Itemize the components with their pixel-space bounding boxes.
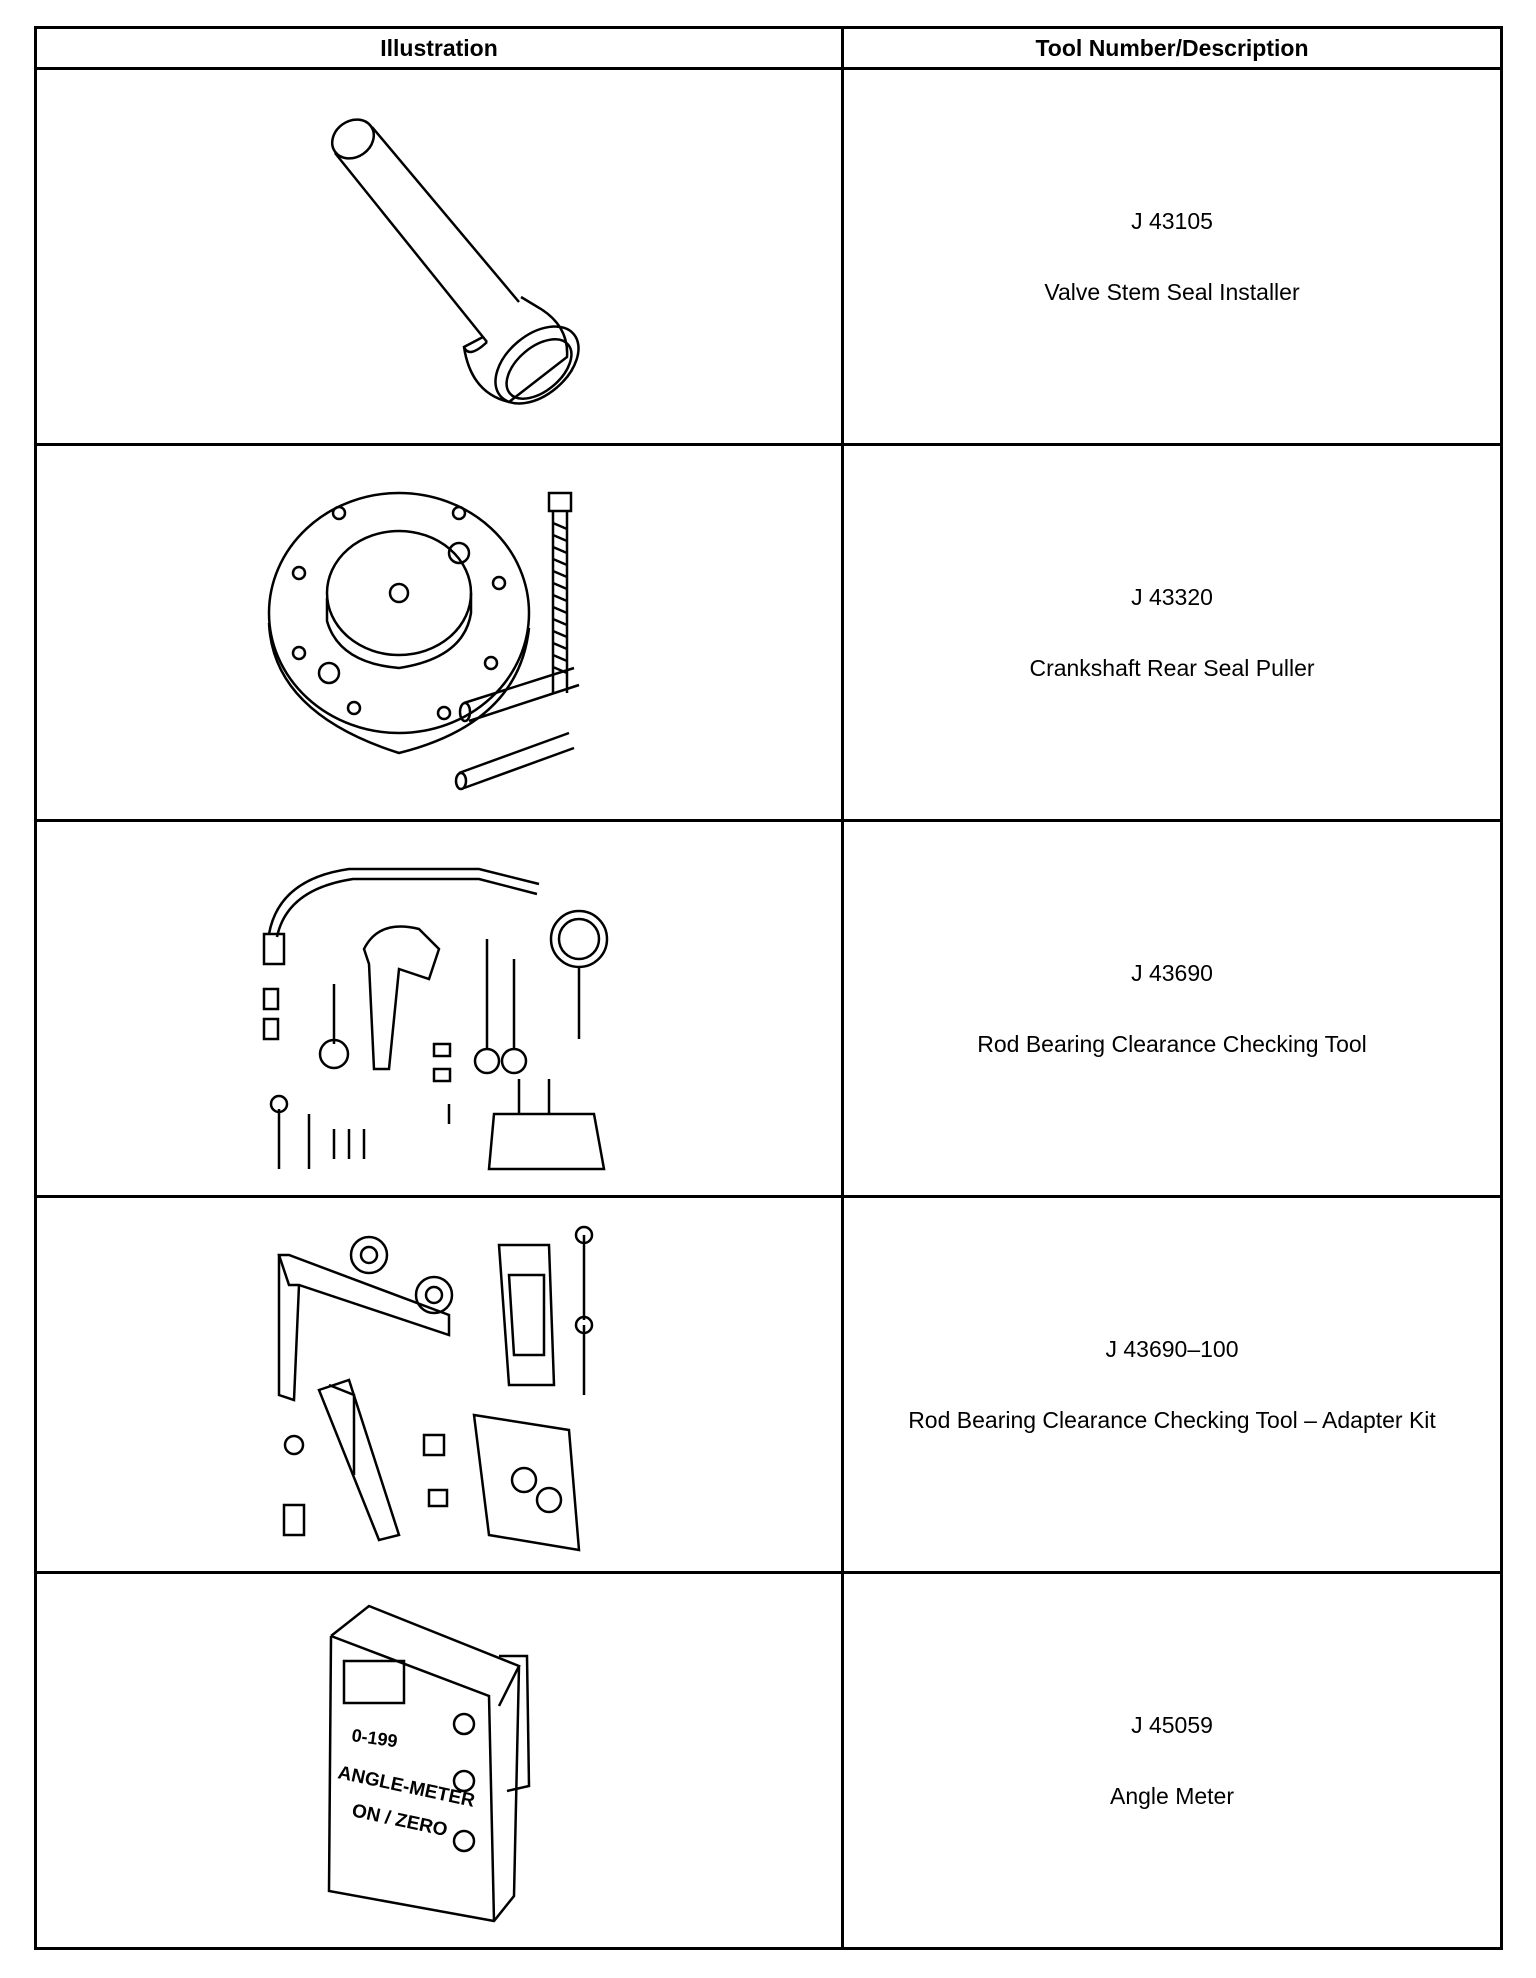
table-row: J 43690–100 Rod Bearing Clearance Checki… xyxy=(34,1195,1503,1574)
tool-description-cell: J 43690–100 Rod Bearing Clearance Checki… xyxy=(841,1195,1503,1574)
tool-number: J 43690–100 xyxy=(1105,1335,1239,1362)
tool-description-cell: J 43105 Valve Stem Seal Installer xyxy=(841,67,1503,446)
tool-description: Valve Stem Seal Installer xyxy=(1044,278,1300,305)
table-row: J 43320 Crankshaft Rear Seal Puller xyxy=(34,443,1503,822)
crankshaft-rear-seal-puller-icon xyxy=(267,491,580,790)
illustration-cell xyxy=(34,819,844,1198)
header-tool-number-description: Tool Number/Description xyxy=(841,26,1503,70)
table-header-row: Illustration Tool Number/Description xyxy=(34,26,1503,70)
tool-description: Rod Bearing Clearance Checking Tool – Ad… xyxy=(908,1406,1436,1433)
tool-description-cell: J 43690 Rod Bearing Clearance Checking T… xyxy=(841,819,1503,1198)
tool-number: J 43320 xyxy=(1131,583,1213,610)
tool-number: J 43105 xyxy=(1131,207,1213,234)
tool-description-cell: J 45059 Angle Meter xyxy=(841,1571,1503,1950)
valve-stem-seal-installer-icon xyxy=(330,117,580,405)
angle-meter-range-label: 0-199 xyxy=(350,1725,398,1751)
table-row: J 43105 Valve Stem Seal Installer xyxy=(34,67,1503,446)
header-illustration: Illustration xyxy=(34,26,844,70)
tool-description: Crankshaft Rear Seal Puller xyxy=(1029,654,1315,681)
angle-meter-button-label: ON / ZERO xyxy=(350,1800,449,1841)
illustration-cell: 0-199 ANGLE-METER ON / ZERO xyxy=(34,1571,844,1950)
tool-description: Angle Meter xyxy=(1109,1782,1234,1809)
tool-number: J 43690 xyxy=(1131,959,1213,986)
tool-description-cell: J 43320 Crankshaft Rear Seal Puller xyxy=(841,443,1503,822)
tool-description: Rod Bearing Clearance Checking Tool xyxy=(977,1030,1367,1057)
illustration-cell xyxy=(34,443,844,822)
illustration-cell xyxy=(34,1195,844,1574)
angle-meter-icon: 0-199 ANGLE-METER ON / ZERO xyxy=(327,1604,531,1922)
adapter-kit-icon xyxy=(277,1225,594,1551)
table-row: 0-199 ANGLE-METER ON / ZERO J 45059 Angl… xyxy=(34,1571,1503,1950)
table-row: J 43690 Rod Bearing Clearance Checking T… xyxy=(34,819,1503,1198)
rod-bearing-clearance-tool-icon xyxy=(262,867,609,1170)
illustration-cell xyxy=(34,67,844,446)
special-tools-table: Illustration Tool Number/Description J 4… xyxy=(34,26,1503,1950)
tool-number: J 45059 xyxy=(1131,1711,1213,1738)
